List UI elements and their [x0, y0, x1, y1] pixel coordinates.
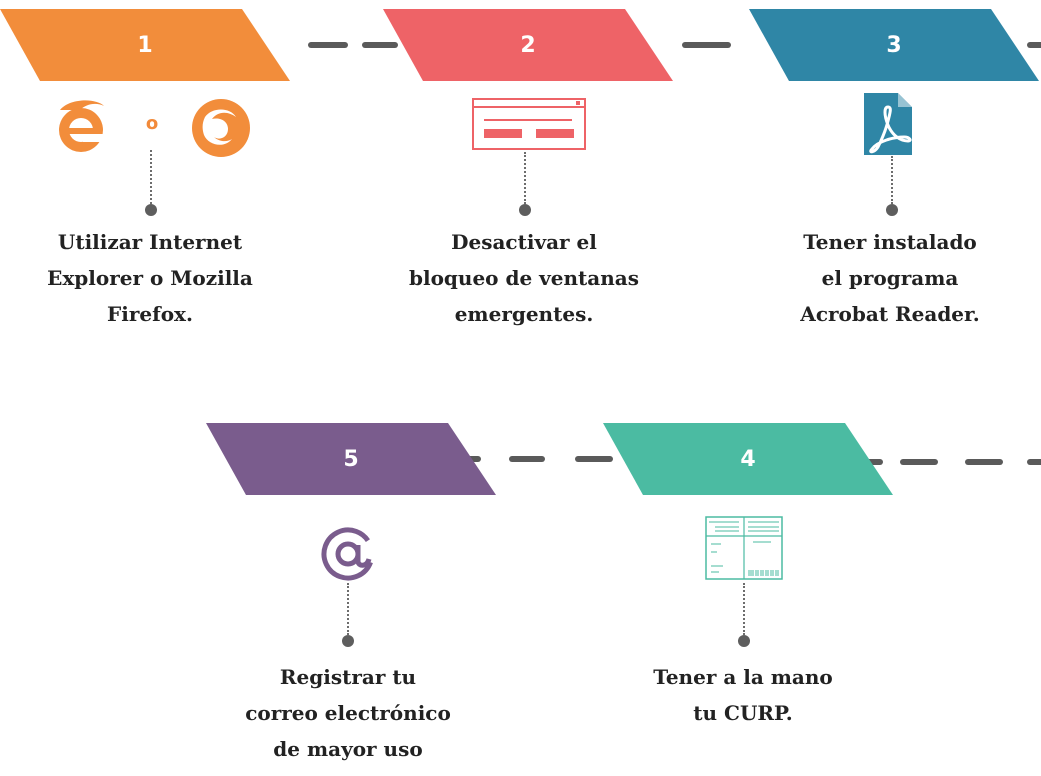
- step-4-number: 4: [740, 446, 756, 472]
- step-2-dot: [519, 204, 531, 216]
- step-5-banner: 5: [206, 423, 496, 495]
- firefox-icon: [192, 99, 250, 157]
- step-4-banner: 4: [603, 423, 893, 495]
- step-1-banner: 1: [0, 9, 290, 81]
- step-1-dotted-line: [150, 150, 152, 204]
- at-sign-icon: [321, 527, 375, 581]
- step-3-banner: 3: [749, 9, 1039, 81]
- or-separator: o: [145, 113, 159, 134]
- step-4-dotted-line: [743, 583, 745, 635]
- step-5-dot: [342, 635, 354, 647]
- step-3-dotted-line: [891, 156, 893, 204]
- curp-document-icon: [705, 516, 783, 580]
- step-3-number: 3: [886, 32, 902, 58]
- step-4-dot: [738, 635, 750, 647]
- step-5-number: 5: [343, 446, 359, 472]
- step-1-dot: [145, 204, 157, 216]
- step-3-label: Tener instalado el programa Acrobat Read…: [800, 230, 980, 326]
- internet-explorer-icon: [59, 100, 107, 152]
- step-3-dot: [886, 204, 898, 216]
- step-2-dotted-line: [524, 152, 526, 204]
- acrobat-reader-icon: [864, 93, 912, 155]
- step-5-dotted-line: [347, 583, 349, 635]
- step-1-number: 1: [137, 32, 153, 58]
- step-2-label: Desactivar el bloqueo de ventanas emerge…: [409, 230, 639, 326]
- step-2-number: 2: [520, 32, 536, 58]
- step-4-label: Tener a la mano tu CURP.: [653, 665, 833, 725]
- step-5-label: Registrar tu correo electrónico de mayor…: [245, 665, 451, 761]
- popup-window-icon: [472, 98, 586, 150]
- step-1-label: Utilizar Internet Explorer o Mozilla Fir…: [47, 230, 253, 326]
- step-2-banner: 2: [383, 9, 673, 81]
